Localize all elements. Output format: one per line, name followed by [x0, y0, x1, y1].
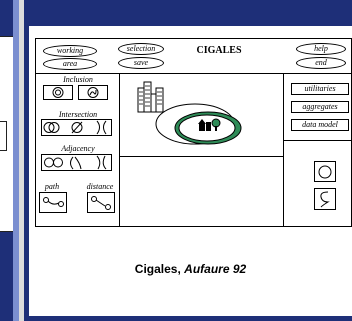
crossing-curves-icon	[96, 120, 107, 135]
path-end-icon	[58, 201, 64, 207]
curve-shape-icon	[320, 191, 330, 208]
distance-line-icon	[95, 199, 106, 207]
circle-shape-icon	[318, 165, 332, 179]
caption-citation: Aufaure 92	[184, 262, 247, 276]
building-3	[150, 93, 157, 113]
house-with-tree-icon	[198, 118, 221, 131]
diagram-drawing	[35, 38, 352, 227]
building-windows	[139, 85, 162, 107]
intersection-label: Intersection	[58, 110, 98, 119]
menu-utilitaries[interactable]: utilitaries	[291, 83, 349, 95]
house-body	[199, 124, 205, 131]
end-button[interactable]: end	[296, 57, 346, 69]
tower	[206, 122, 211, 131]
circle-cross-icon	[71, 122, 83, 133]
adjacent-curves-icon	[70, 156, 82, 170]
city-buildings-icon	[137, 81, 164, 113]
app-title: CIGALES	[196, 45, 242, 56]
previous-slide-content	[0, 36, 13, 232]
selection-button[interactable]: selection	[118, 43, 164, 55]
area-button[interactable]: area	[43, 58, 97, 70]
previous-slide-bottom-rule	[0, 231, 13, 232]
path-label: path	[44, 182, 60, 191]
slide-body: working area selection save CIGALES help…	[29, 26, 352, 321]
building-2	[143, 81, 152, 113]
slide-separator-rail	[13, 0, 19, 321]
touching-curves-icon	[96, 155, 107, 170]
help-button[interactable]: help	[296, 43, 346, 55]
inner-curve-glyph	[89, 89, 97, 96]
inclusion-tool-1[interactable]	[43, 85, 73, 100]
overlapping-circles-icon-b	[48, 122, 60, 133]
adjacency-label: Adjacency	[61, 144, 95, 153]
overlapping-circles-icon	[43, 122, 55, 133]
concentric-circles-icon	[52, 87, 64, 98]
menu-data-model[interactable]: data model	[291, 119, 349, 131]
distance-tool[interactable]	[87, 192, 115, 213]
working-button[interactable]: working	[43, 45, 97, 57]
slide: working area selection save CIGALES help…	[24, 0, 352, 321]
distance-start-icon	[91, 196, 97, 202]
tree-trunk	[215, 126, 217, 131]
adjacency-tools[interactable]	[41, 154, 112, 171]
cigales-interface-diagram: working area selection save CIGALES help…	[35, 38, 352, 233]
inclusion-label: Inclusion	[63, 75, 93, 84]
previous-slide-box	[0, 121, 7, 151]
save-button[interactable]: save	[118, 57, 164, 69]
slide-bottom-band	[29, 316, 352, 321]
distance-label: distance	[86, 182, 114, 191]
concentric-circles-icon-inner	[55, 89, 61, 96]
figure-caption: Cigales, Aufaure 92	[29, 262, 352, 276]
distance-end-icon	[105, 204, 111, 210]
menu-aggregates[interactable]: aggregates	[291, 101, 349, 113]
circle-with-curve-icon	[87, 87, 99, 98]
path-start-icon	[43, 197, 49, 203]
tree-crown	[211, 118, 221, 128]
caption-name: Cigales,	[134, 262, 185, 276]
circle-cross-line	[71, 121, 83, 134]
shape-circle-tool[interactable]	[314, 161, 336, 182]
path-line-icon	[47, 200, 60, 205]
touching-circles-icon-b	[53, 157, 63, 168]
previous-slide-edge	[0, 0, 19, 321]
house-roof	[198, 119, 206, 124]
previous-slide-top-rule	[0, 36, 13, 37]
shape-curve-tool[interactable]	[314, 188, 336, 210]
